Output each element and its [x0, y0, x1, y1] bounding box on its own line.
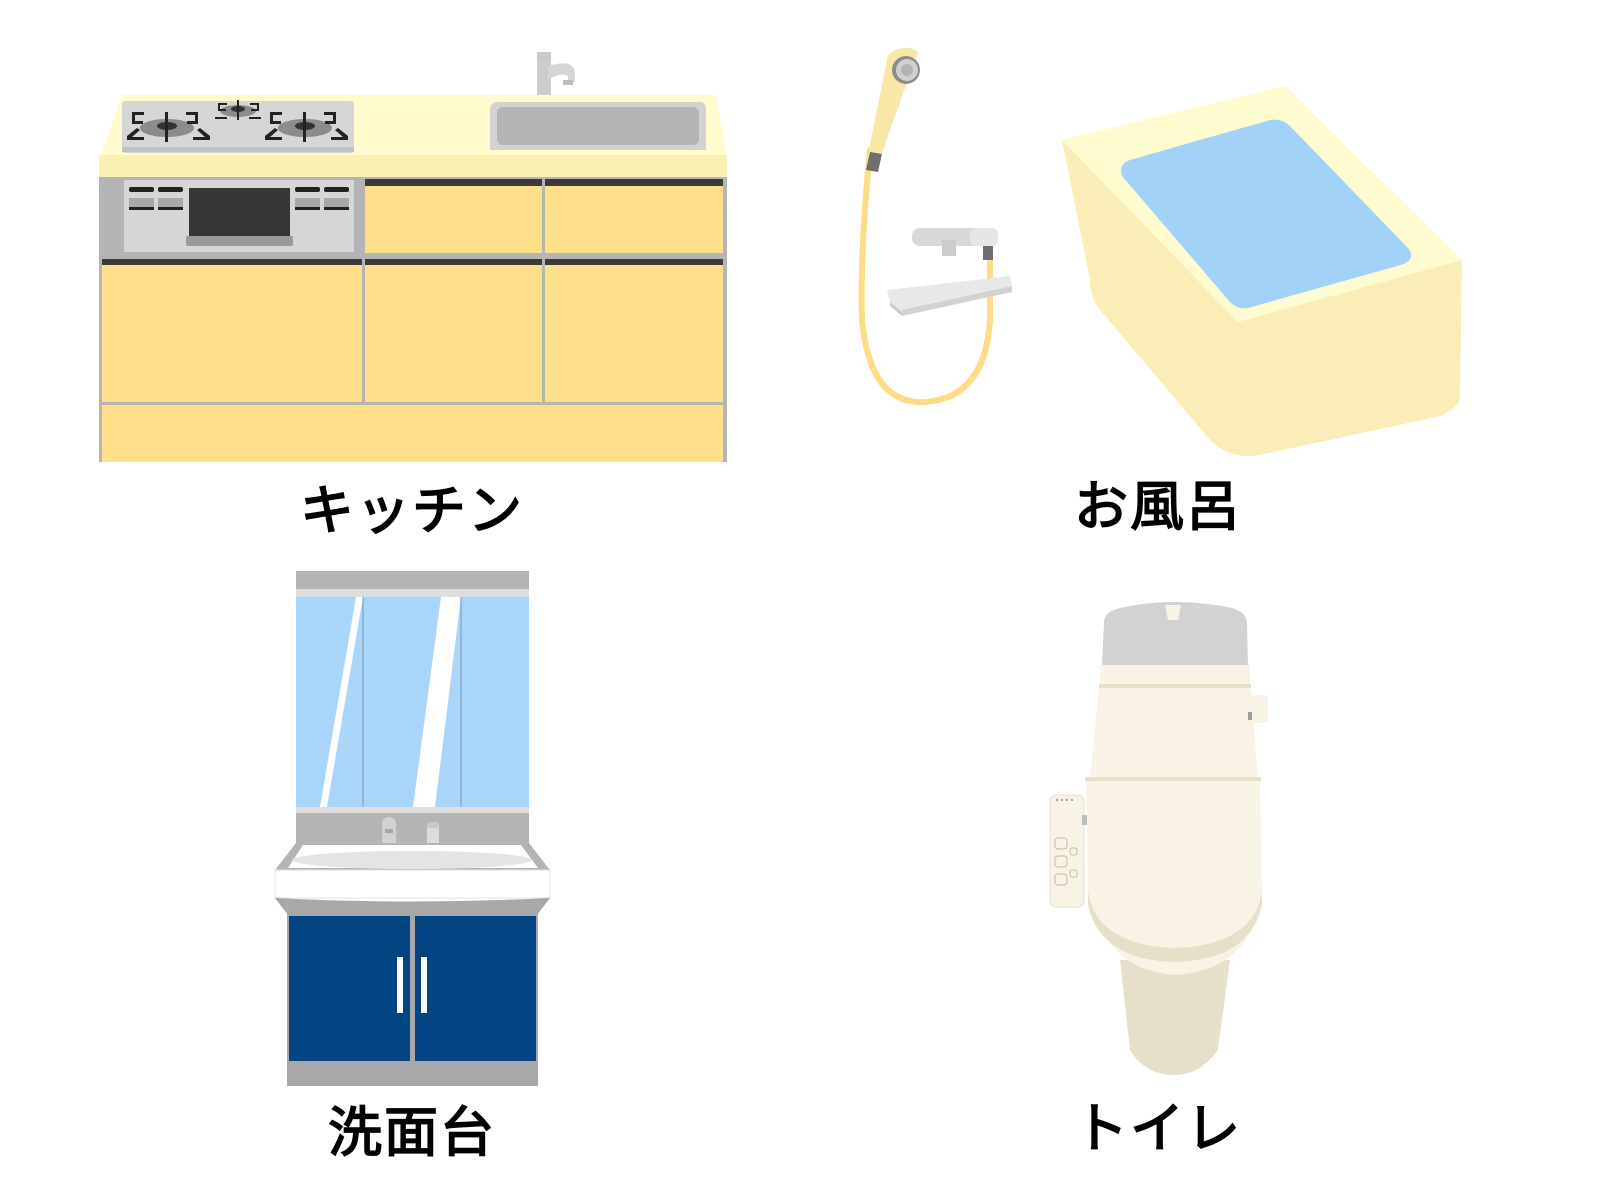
- gas-burner-icon: [215, 100, 261, 120]
- door-handle-icon: [397, 957, 403, 1013]
- toilet-icon: [1049, 602, 1268, 1075]
- vanity-door-right: [415, 916, 536, 1061]
- gas-burner-icon: [127, 112, 210, 142]
- mirror: [296, 597, 529, 807]
- bath-label: お風呂: [1074, 475, 1242, 538]
- bathtub-icon: [1062, 86, 1462, 456]
- shower-icon: [858, 47, 1012, 406]
- toilet-label: トイレ: [1074, 1097, 1242, 1160]
- toilet-remote-icon: [1049, 794, 1087, 908]
- kitchen-sink-icon: [490, 102, 706, 150]
- shower-shelf-icon: [887, 276, 1012, 316]
- kitchen-counter-icon: [99, 52, 727, 462]
- door-handle-icon: [421, 957, 427, 1013]
- stove-knob-icon: [129, 187, 349, 210]
- vanity-sink-icon: [274, 571, 551, 1086]
- vanity-door-left: [289, 916, 410, 1061]
- kitchen-faucet-icon: [537, 52, 575, 100]
- grill-door-icon: [189, 188, 290, 236]
- gas-burner-icon: [265, 112, 348, 142]
- kitchen-label: キッチン: [300, 479, 524, 542]
- washbasin-label: 洗面台: [328, 1101, 496, 1164]
- shower-faucet-icon: [912, 228, 998, 260]
